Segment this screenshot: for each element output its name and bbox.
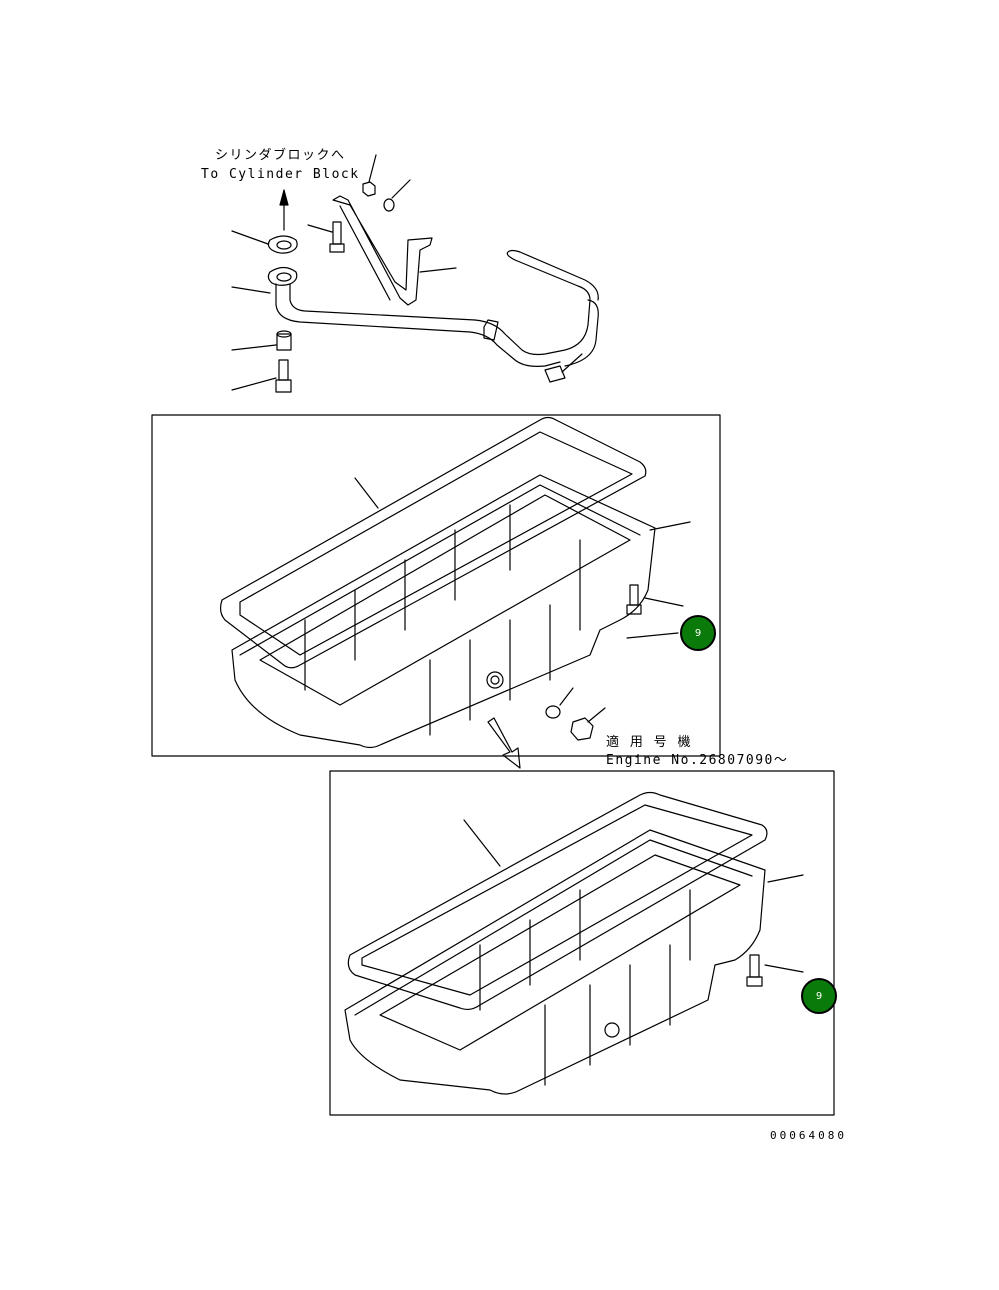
suction-pipe-assembly [231,154,599,393]
pipe-spacer [231,330,292,351]
change-arrow [487,717,521,769]
to-cylinder-block-label-en: To Cylinder Block [201,167,360,182]
drain-plug [570,707,606,741]
engine-serial-label: Engine No.26807090～ [606,753,789,768]
washer [383,198,395,212]
to-cylinder-block-label-jp: シリンダブロックへ [215,148,346,163]
pan-bolt-early [626,584,684,615]
flange-gasket [267,235,298,254]
nut [362,181,376,197]
callout-9-lower[interactable]: 9 [801,978,837,1014]
bracket-bolt [307,221,345,253]
callout-9-upper[interactable]: 9 [680,615,716,651]
suction-pipe [275,283,561,367]
pipe-flange [267,266,298,286]
pipe-bolt [231,359,292,393]
drawing-number: 00064080 [770,1129,847,1142]
oil-pan-frame-later [329,770,835,1116]
clamp-bolt [544,353,583,383]
oil-pan-gasket-later [347,791,768,1011]
applicable-serial-label-jp: 適 用 号 機 [606,735,692,750]
oil-pan-gasket-early [219,416,647,669]
drain-washer [545,705,561,719]
pipe-bracket [332,195,433,306]
pan-bolt-later [746,954,804,987]
oil-pan-later [344,791,804,1095]
oil-pan-early [219,416,691,769]
oil-pan-frame-early [151,414,721,757]
